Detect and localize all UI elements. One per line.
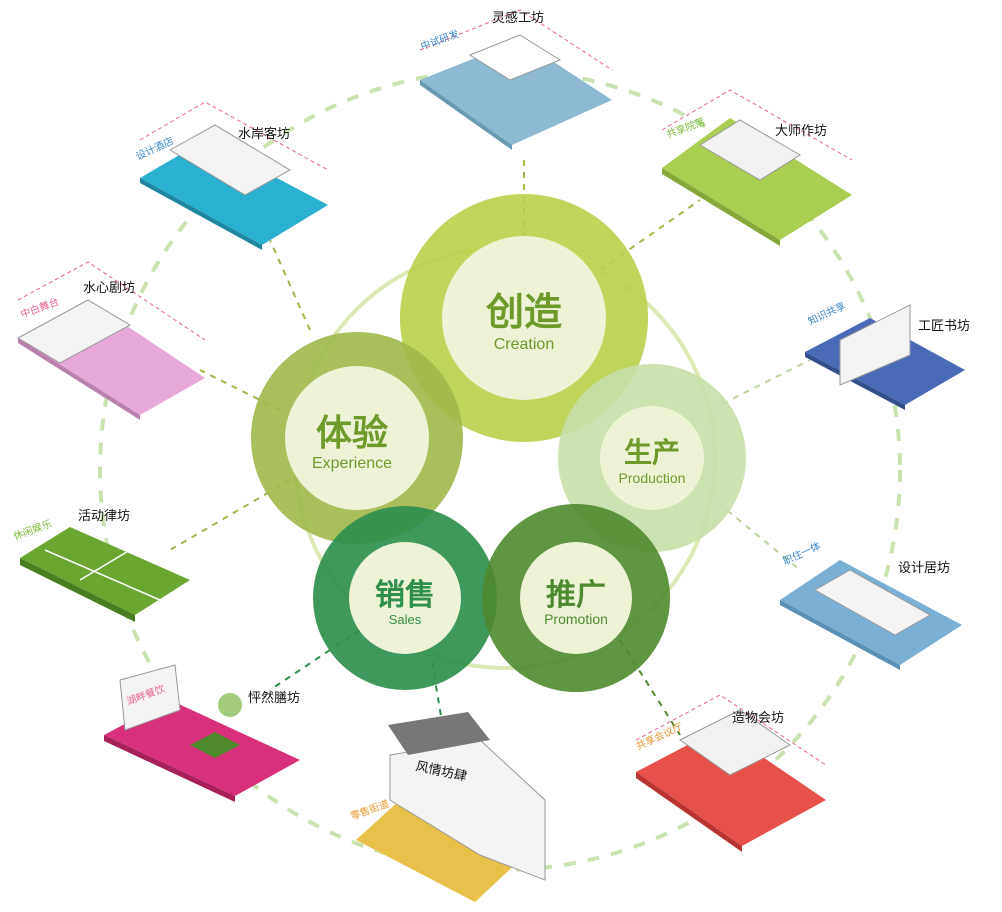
module-zaowu[interactable]: 造物会坊 共享会议厅	[634, 694, 827, 852]
hub-creation[interactable]: 创造 Creation	[400, 194, 648, 442]
hub-experience-subtitle: Experience	[312, 455, 392, 472]
module-sheji-name: 设计居坊	[898, 561, 950, 576]
module-dashi-name: 大师作坊	[775, 124, 827, 139]
module-pingran-name: 怦然膳坊	[248, 690, 300, 706]
hub-production-title: 生产	[624, 436, 680, 469]
module-shuian-name: 水岸客坊	[238, 126, 290, 142]
module-shuixin[interactable]: 水心剧坊 中白舞台	[16, 261, 206, 420]
module-fengqing[interactable]: 风情坊肆 零售街道	[349, 712, 546, 902]
module-shuian-tag: 设计酒店	[134, 134, 176, 163]
hub-promotion-subtitle: Promotion	[544, 611, 608, 627]
module-linggan-name: 灵感工坊	[492, 10, 544, 26]
module-zaowu-name: 造物会坊	[732, 711, 784, 726]
module-sheji-tag: 职住一体	[781, 539, 823, 568]
hub-promotion[interactable]: 推广 Promotion	[482, 504, 670, 692]
hub-experience-title: 体验	[316, 413, 388, 454]
module-shuian[interactable]: 水岸客坊 设计酒店	[134, 101, 329, 250]
module-gongjiang[interactable]: 工匠书坊 知识共享	[805, 299, 970, 410]
module-huodong[interactable]: 活动律坊 休闲娱乐	[12, 509, 190, 622]
module-huodong-tag: 休闲娱乐	[12, 517, 54, 543]
hub-experience[interactable]: 体验 Experience	[251, 332, 463, 544]
module-dashi[interactable]: 大师作坊 共享院落	[661, 89, 853, 246]
hub-creation-title: 创造	[486, 290, 562, 334]
module-sheji[interactable]: 设计居坊 职住一体	[780, 539, 962, 670]
hub-sales-subtitle: Sales	[389, 612, 422, 627]
hub-production[interactable]: 生产 Production	[558, 364, 746, 552]
hub-sales[interactable]: 销售 Sales	[313, 506, 497, 690]
module-pingran[interactable]: 怦然膳坊 湖畔餐饮	[104, 664, 300, 802]
module-linggan-tag: 中试研发	[419, 27, 461, 53]
module-zaowu-tag: 共享会议厅	[634, 720, 685, 753]
module-shuixin-tag: 中白舞台	[19, 295, 61, 321]
hub-sales-title: 销售	[375, 578, 435, 613]
module-dashi-tag: 共享院落	[665, 115, 707, 141]
module-shuixin-name: 水心剧坊	[83, 281, 135, 296]
hub-promotion-title: 推广	[546, 578, 606, 613]
module-huodong-name: 活动律坊	[78, 509, 130, 524]
hub-creation-subtitle: Creation	[494, 336, 554, 353]
hub-production-subtitle: Production	[619, 470, 686, 486]
module-gongjiang-tag: 知识共享	[806, 299, 848, 328]
module-gongjiang-name: 工匠书坊	[918, 319, 970, 334]
